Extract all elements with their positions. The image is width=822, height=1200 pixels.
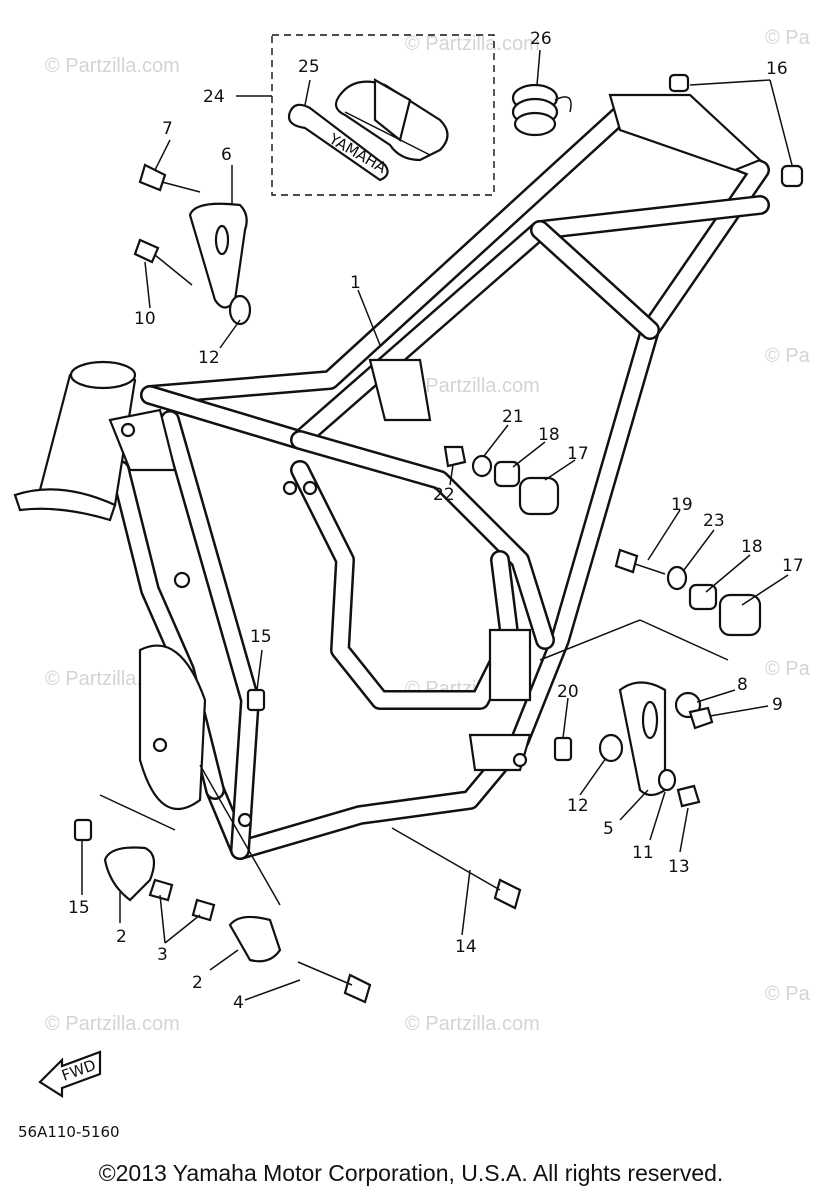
callout-6: 6 [221, 145, 232, 165]
watermark: © Partzilla.com [45, 55, 180, 77]
watermark: © Pa [765, 658, 811, 680]
callout-13: 13 [668, 857, 690, 877]
callout-15: 15 [68, 898, 90, 918]
bolts [133, 163, 666, 1004]
callout-19: 19 [671, 495, 693, 515]
engine-bracket-upper [188, 202, 248, 309]
callout-14: 14 [455, 937, 477, 957]
callout-20: 20 [557, 682, 579, 702]
fwd-arrow: FWD [38, 1050, 102, 1099]
callout-23: 23 [703, 511, 725, 531]
callout-25: 25 [298, 57, 320, 77]
callout-1: 1 [350, 273, 361, 293]
callout-12: 12 [198, 348, 220, 368]
callout-4: 4 [233, 993, 244, 1013]
callout-17: 17 [782, 556, 804, 576]
callout-24: 24 [203, 87, 225, 107]
callout-labels: 1 2 2 3 4 5 6 7 8 9 10 11 12 12 12 13 14… [68, 29, 804, 1013]
diagram-code: 56A110-5160 [18, 1123, 120, 1141]
callout-2: 2 [116, 927, 127, 947]
tool-kit-box [271, 34, 495, 196]
watermark: © Pa [765, 27, 811, 49]
callout-21: 21 [502, 407, 524, 427]
watermark: © Pa [765, 983, 811, 1005]
engine-bracket-lower-right [228, 915, 282, 963]
tool-pouch [334, 78, 449, 162]
callout-26: 26 [530, 29, 552, 49]
washers-and-dampers [73, 73, 804, 842]
callout-8: 8 [737, 675, 748, 695]
callout-10: 10 [134, 309, 156, 329]
watermark: © Partzilla.com [405, 1013, 540, 1035]
callout-15: 15 [250, 627, 272, 647]
leader-lines [81, 49, 793, 1001]
watermark: © Partzilla.com [405, 375, 540, 397]
callout-17: 17 [567, 444, 589, 464]
callout-22: 22 [433, 485, 455, 505]
callout-12: 12 [567, 796, 589, 816]
callout-16: 16 [766, 59, 788, 79]
callout-2: 2 [192, 973, 203, 993]
engine-bracket-lower-left [103, 846, 156, 902]
watermark: © Pa [765, 345, 811, 367]
copyright-notice: ©2013 Yamaha Motor Corporation, U.S.A. A… [98, 1160, 724, 1186]
callout-5: 5 [603, 819, 614, 839]
main-frame [13, 93, 770, 860]
watermark: © Partzilla.com [405, 33, 540, 55]
callout-7: 7 [162, 119, 173, 139]
callout-18: 18 [538, 425, 560, 445]
callout-11: 11 [632, 843, 654, 863]
callout-9: 9 [772, 695, 783, 715]
spring-part [511, 83, 572, 137]
callout-3: 3 [157, 945, 168, 965]
watermark: © Partzilla.com [45, 1013, 180, 1035]
callout-18: 18 [741, 537, 763, 557]
